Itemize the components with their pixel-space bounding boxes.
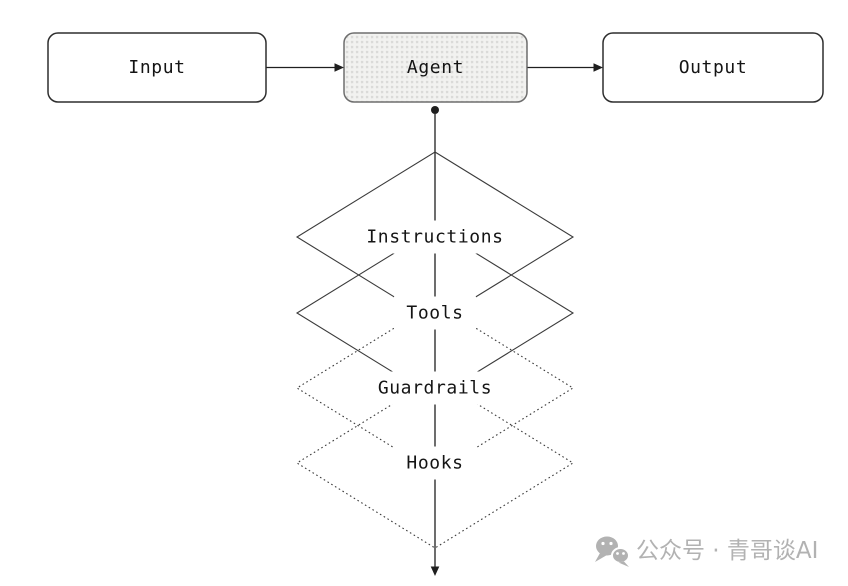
arrow-input-to-agent xyxy=(266,63,344,72)
watermark-text: 公众号 · 青哥谈AI xyxy=(636,538,818,564)
label-bg xyxy=(358,220,512,254)
arrowhead-right-icon xyxy=(593,63,603,72)
input-node xyxy=(47,32,267,103)
arrow-agent-to-output xyxy=(527,63,603,72)
label-bg xyxy=(394,446,476,480)
agent-connector-dot xyxy=(431,106,439,114)
watermark: 公众号 · 青哥谈AI xyxy=(595,536,818,567)
arrowhead-right-icon xyxy=(334,63,344,72)
layer-label-instructions: Instructions xyxy=(366,227,503,248)
layer-label-hooks: Hooks xyxy=(406,453,463,474)
arrowhead-down-icon xyxy=(430,566,440,576)
wechat-icon xyxy=(595,536,630,567)
layer-label-guardrails: Guardrails xyxy=(378,378,492,399)
input-node-label: Input xyxy=(128,57,185,78)
label-bg xyxy=(370,371,500,405)
output-node-label: Output xyxy=(679,57,748,78)
label-bg xyxy=(394,296,476,330)
layer-label-tools: Tools xyxy=(406,303,463,324)
agent-node-label: Agent xyxy=(407,57,464,78)
